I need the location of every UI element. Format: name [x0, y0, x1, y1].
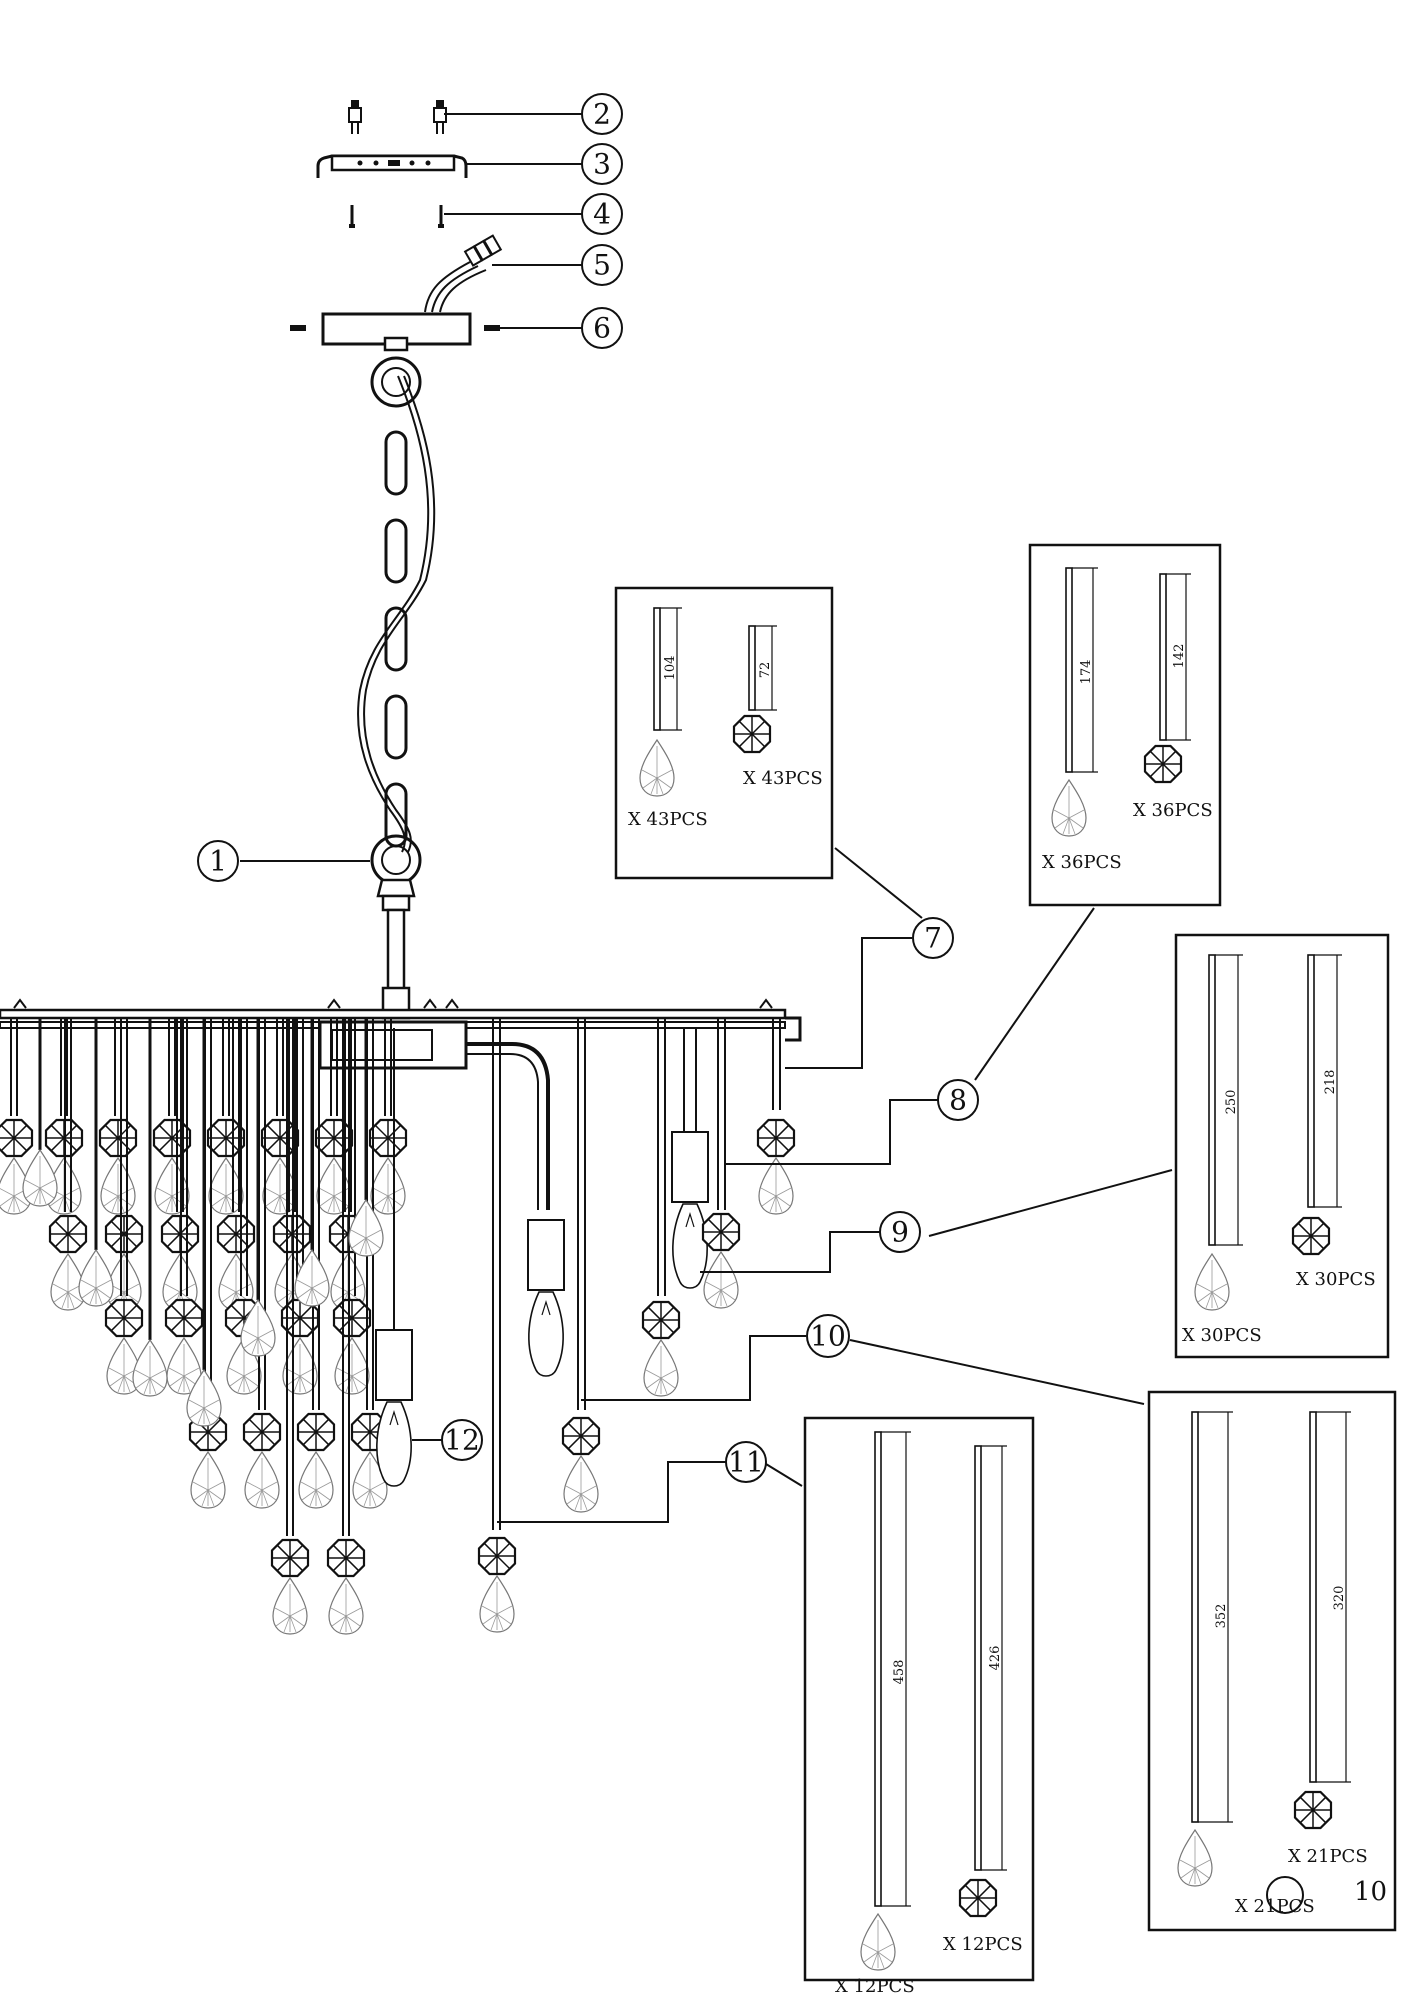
dim-box9-a: 250 — [1224, 1090, 1239, 1115]
candle-lamp-12 — [375, 1028, 413, 1487]
teardrop-crystal — [298, 1451, 334, 1509]
teardrop-crystal — [294, 1249, 330, 1307]
octagon-crystal — [242, 1412, 282, 1452]
qty-box7-b: X 43PCS — [743, 768, 823, 789]
callout-10-number: 10 — [810, 1320, 846, 1353]
detail-box-11: 458 X 12PCS 426 X 12PCS — [803, 1416, 1035, 1997]
teardrop-crystal — [190, 1451, 226, 1509]
qty-box11-b: X 12PCS — [943, 1934, 1023, 1955]
dim-box7-a: 104 — [663, 656, 678, 681]
octagon-crystal — [216, 1214, 256, 1254]
teardrop-crystal — [208, 1157, 244, 1215]
qty-box9-b: X 30PCS — [1296, 1269, 1376, 1290]
teardrop-crystal — [272, 1577, 308, 1635]
detail-box-8: 174 X 36PCS 142 X 36PCS — [1028, 543, 1222, 907]
detail-box-10: 352 X 21PCS 320 X 21PCS 10 — [1147, 1390, 1397, 1932]
teardrop-crystal — [370, 1157, 406, 1215]
octagon-crystal — [326, 1538, 366, 1578]
qty-box11-a: X 12PCS — [835, 1976, 915, 1997]
qty-box9-a: X 30PCS — [1182, 1325, 1262, 1346]
callout-1-number: 1 — [209, 845, 227, 878]
callout-4: 4 — [581, 193, 623, 235]
teardrop-crystal — [262, 1157, 298, 1215]
octagon-crystal — [314, 1118, 354, 1158]
callout-6: 6 — [581, 307, 623, 349]
dim-box10-a: 352 — [1214, 1604, 1229, 1629]
dim-box7-b: 72 — [758, 662, 773, 679]
dim-box11-b: 426 — [988, 1646, 1003, 1671]
teardrop-crystal — [244, 1451, 280, 1509]
teardrop-crystal — [334, 1337, 370, 1395]
callout-3-number: 3 — [593, 148, 611, 181]
detail-box-9: 250 X 30PCS 218 X 30PCS — [1174, 933, 1390, 1359]
callout-2-number: 2 — [593, 98, 611, 131]
octagon-crystal — [104, 1298, 144, 1338]
octagon-crystal — [98, 1118, 138, 1158]
qty-box8-a: X 36PCS — [1042, 852, 1122, 873]
box10-label: 10 — [1354, 1877, 1387, 1907]
qty-box10-b: X 21PCS — [1288, 1846, 1368, 1867]
octagon-crystal — [296, 1412, 336, 1452]
dim-box8-a: 174 — [1079, 660, 1094, 685]
callout-12: 12 — [441, 1419, 483, 1461]
callouts: 12345678910111278911 — [197, 93, 1311, 1772]
callout-7-number: 7 — [924, 922, 942, 955]
octagon-crystal — [164, 1298, 204, 1338]
rod-cluster — [0, 1018, 408, 1635]
mounting-screws — [348, 100, 447, 134]
callout-11: 11 — [725, 1441, 767, 1483]
hanging-chain — [357, 336, 436, 1020]
callout-9-number: 9 — [891, 1216, 909, 1249]
octagon-crystal — [332, 1298, 372, 1338]
wire-connectors — [424, 234, 503, 313]
callout-11-number: 11 — [728, 1446, 764, 1479]
octagon-crystal — [0, 1118, 34, 1158]
callout-7: 7 — [912, 917, 954, 959]
teardrop-crystal — [132, 1339, 168, 1397]
octagon-crystal — [270, 1538, 310, 1578]
detail-box-7: 104 X 43PCS 72 X 43PCS — [614, 586, 834, 880]
teardrop-crystal — [100, 1157, 136, 1215]
callout-4-number: 4 — [593, 198, 611, 231]
callout-5-number: 5 — [593, 249, 611, 282]
callout-6-number: 6 — [593, 312, 611, 345]
callout-9: 9 — [879, 1211, 921, 1253]
callout-5: 5 — [581, 244, 623, 286]
callout-8: 8 — [937, 1079, 979, 1121]
qty-box8-b: X 36PCS — [1133, 800, 1213, 821]
teardrop-crystal — [22, 1149, 58, 1207]
right-arms — [466, 1018, 796, 1633]
teardrop-crystal — [282, 1337, 318, 1395]
callout-10: 10 — [806, 1314, 850, 1358]
qty-box10-a: X 21PCS — [1235, 1896, 1315, 1917]
mounting-crossbar — [316, 154, 468, 178]
callout-8-number: 8 — [949, 1084, 967, 1117]
octagon-crystal — [104, 1214, 144, 1254]
callout-2: 2 — [581, 93, 623, 135]
octagon-crystal — [48, 1214, 88, 1254]
dim-box9-b: 218 — [1323, 1070, 1338, 1095]
qty-box7-a: X 43PCS — [628, 809, 708, 830]
octagon-crystal — [368, 1118, 408, 1158]
octagon-crystal — [152, 1118, 192, 1158]
callout-1: 1 — [197, 840, 239, 882]
teardrop-crystal — [78, 1249, 114, 1307]
dim-box8-b: 142 — [1172, 644, 1187, 669]
dim-box11-a: 458 — [892, 1660, 907, 1685]
callout-12-number: 12 — [444, 1424, 480, 1457]
canopy-screws — [349, 205, 444, 228]
teardrop-crystal — [328, 1577, 364, 1635]
leader-lines — [240, 113, 1173, 1523]
callout-3: 3 — [581, 143, 623, 185]
dim-box10-b: 320 — [1332, 1586, 1347, 1611]
